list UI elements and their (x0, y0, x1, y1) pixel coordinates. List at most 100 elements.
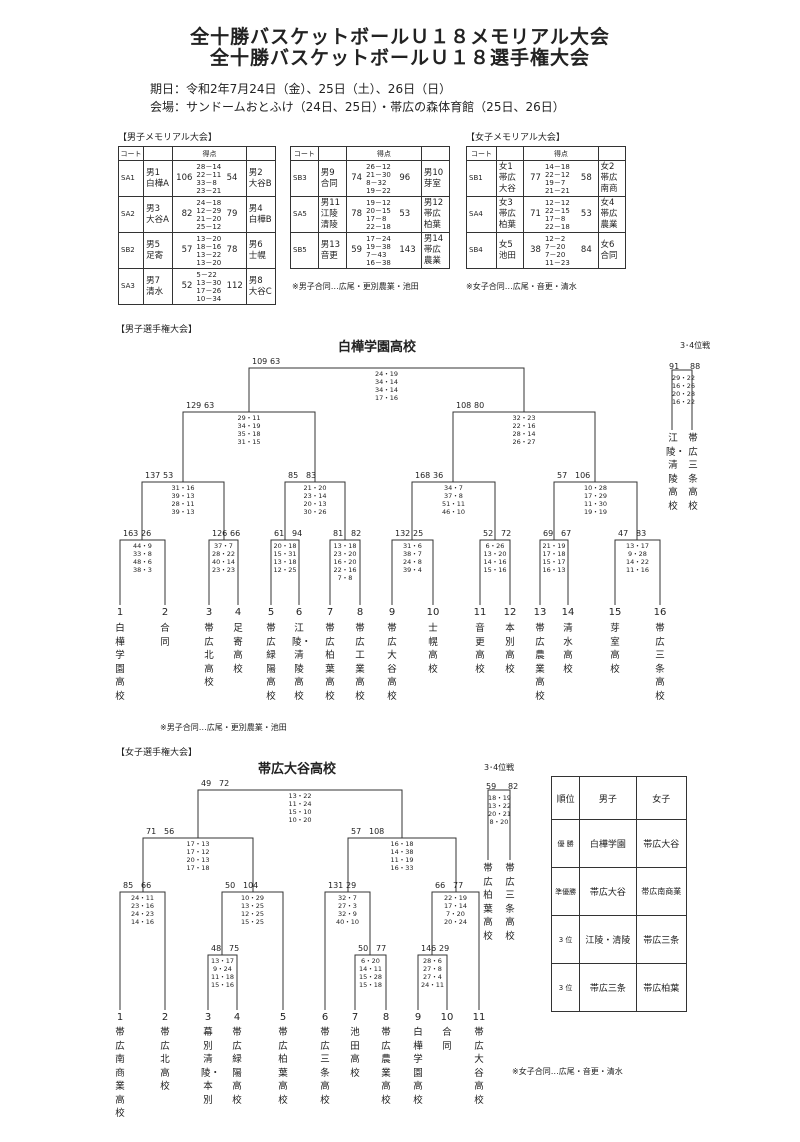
team-a-name: 清水 (146, 286, 164, 297)
team-b-name: 大谷B (248, 178, 272, 189)
score-right: 67 (561, 529, 572, 538)
team-number: 10 (440, 1012, 454, 1023)
quarter-scores: 37・7 28・22 40・14 23・23 (211, 542, 236, 574)
quarter-scores: 32・7 27・3 32・9 40・10 (335, 894, 360, 926)
score-left: 132 (395, 529, 411, 538)
quarter-scores: 5－22 13－30 17－26 10－34 (194, 268, 225, 305)
boys-third-team-a: 江陵・清陵高校 (666, 433, 686, 512)
team-number: 4 (234, 607, 242, 618)
team-name: 帯広農業高校 (535, 623, 545, 702)
summary-rank: 準優勝 (550, 867, 581, 916)
team-name: 帯広農業高校 (381, 1027, 391, 1106)
team-name: 清水高校 (563, 623, 573, 675)
quarter-scores: 13－20 18－16 13－22 13－20 (194, 232, 225, 269)
quarter-scores: 13・17 9・24 11・18 15・16 (210, 957, 235, 989)
score-left: 146 (421, 944, 437, 953)
quarter-scores: 13・17 9・28 14・22 11・16 (625, 542, 650, 574)
quarter-scores: 31・6 38・7 24・8 39・4 (403, 542, 422, 574)
score-left: 85 (288, 471, 299, 480)
girls-third-label: 3･4位戦 (484, 763, 515, 772)
summary-girls: 帯広三条 (635, 915, 687, 964)
team-a-name: 池田 (498, 250, 516, 261)
team-number: 11 (473, 607, 487, 618)
girls-champ-label: 【女子選手権大会】 (116, 748, 198, 758)
summary-head-girls: 女子 (635, 776, 687, 820)
team-name: 帯広大谷高校 (387, 623, 397, 702)
score-right: 63 (270, 357, 281, 366)
boys-third-quarters: 29・22 16・26 20・28 16・22 (672, 374, 696, 406)
summary-rank: 3 位 (550, 915, 581, 964)
score-left: 69 (543, 529, 554, 538)
quarter-scores: 29・11 34・19 35・18 31・15 (237, 414, 261, 446)
boys-third-score-b: 88 (690, 362, 701, 371)
team-number: 1 (116, 607, 124, 618)
score-a: 59 (345, 232, 365, 269)
score-left: 52 (483, 529, 494, 538)
girls-note-top: ※女子合同…広尾・音更・清水 (466, 282, 577, 291)
score-right: 82 (351, 529, 362, 538)
team-name: 帯広柏葉高校 (325, 623, 335, 702)
score-b: 53 (397, 196, 422, 233)
team-a-no: 女1 (498, 162, 513, 172)
team-b-no: 男12 (423, 198, 444, 208)
quarter-scores: 12－2 7－20 7－20 11－23 (542, 232, 579, 269)
team-number: 15 (608, 607, 622, 618)
score-right: 77 (376, 944, 387, 953)
quarter-scores: 20・18 15・31 13・18 12・25 (273, 542, 297, 574)
summary-boys: 白樺学園 (579, 819, 637, 868)
quarter-scores: 21・19 17・18 15・17 16・13 (542, 542, 566, 574)
team-number: 6 (295, 607, 303, 618)
team-b-no: 男4 (248, 203, 263, 214)
team-name: 帯広緑陽高校 (232, 1027, 242, 1106)
score-right: 106 (575, 471, 591, 480)
team-b-name: 白樺B (248, 214, 272, 225)
team-name: 帯広三条高校 (655, 623, 665, 702)
title-championship: 全十勝バスケットボールＵ１８選手権大会 (209, 47, 590, 69)
summary-rank: 3 位 (550, 963, 581, 1012)
quarter-scores: 13・22 11・24 15・10 10・20 (288, 792, 312, 824)
team-name: 帯広工業高校 (355, 623, 365, 702)
quarter-scores: 24・11 23・16 24・23 14・16 (130, 894, 155, 926)
score-left: 131 (328, 881, 344, 890)
team-a-name: 江陵 清陵 (320, 209, 338, 230)
team-a-no: 男3 (146, 203, 161, 214)
title-memorial: 全十勝バスケットボールＵ１８メモリアル大会 (190, 26, 610, 48)
team-b-no: 男6 (248, 239, 263, 250)
score-left: 163 (123, 529, 139, 538)
team-b-name: 帯広 農業 (423, 245, 441, 266)
score-right: 25 (413, 529, 424, 538)
quarter-scores: 44・9 33・8 48・6 38・3 (133, 542, 152, 574)
quarter-scores: 17・13 17・12 20・13 17・18 (186, 840, 210, 872)
team-name: 帯広柏葉高校 (278, 1027, 288, 1106)
quarter-scores: 10・28 17・29 11・30 19・19 (583, 484, 608, 516)
quarter-scores: 28－14 22－11 33－8 23－21 (194, 160, 225, 197)
quarter-scores: 24・19 34・14 34・14 17・16 (374, 370, 399, 402)
team-a-name: 大谷A (146, 214, 169, 225)
team-number: 3 (205, 607, 213, 618)
team-a-no: 男9 (320, 167, 335, 178)
team-name: 合同 (442, 1027, 452, 1052)
boys-memorial-label: 【男子メモリアル大会】 (118, 133, 217, 143)
score-left: 129 (186, 401, 202, 410)
dates: 期日：令和2年7月24日（金）、25日（土）、26日（日） (150, 82, 452, 96)
boys-third-label: 3･4位戦 (680, 341, 711, 350)
team-a-no: 男5 (146, 239, 161, 250)
quarter-scores: 31・16 39・13 28・11 39・13 (171, 484, 195, 516)
summary-head-rank: 順位 (550, 776, 581, 820)
team-number: 9 (414, 1012, 422, 1023)
team-number: 16 (653, 607, 667, 618)
summary-girls: 帯広柏葉 (635, 963, 687, 1012)
quarter-scores: 21・20 23・14 20・13 30・26 (303, 484, 327, 516)
score-right: 94 (292, 529, 303, 538)
score-right: 53 (163, 471, 174, 480)
team-number: 1 (116, 1012, 124, 1023)
